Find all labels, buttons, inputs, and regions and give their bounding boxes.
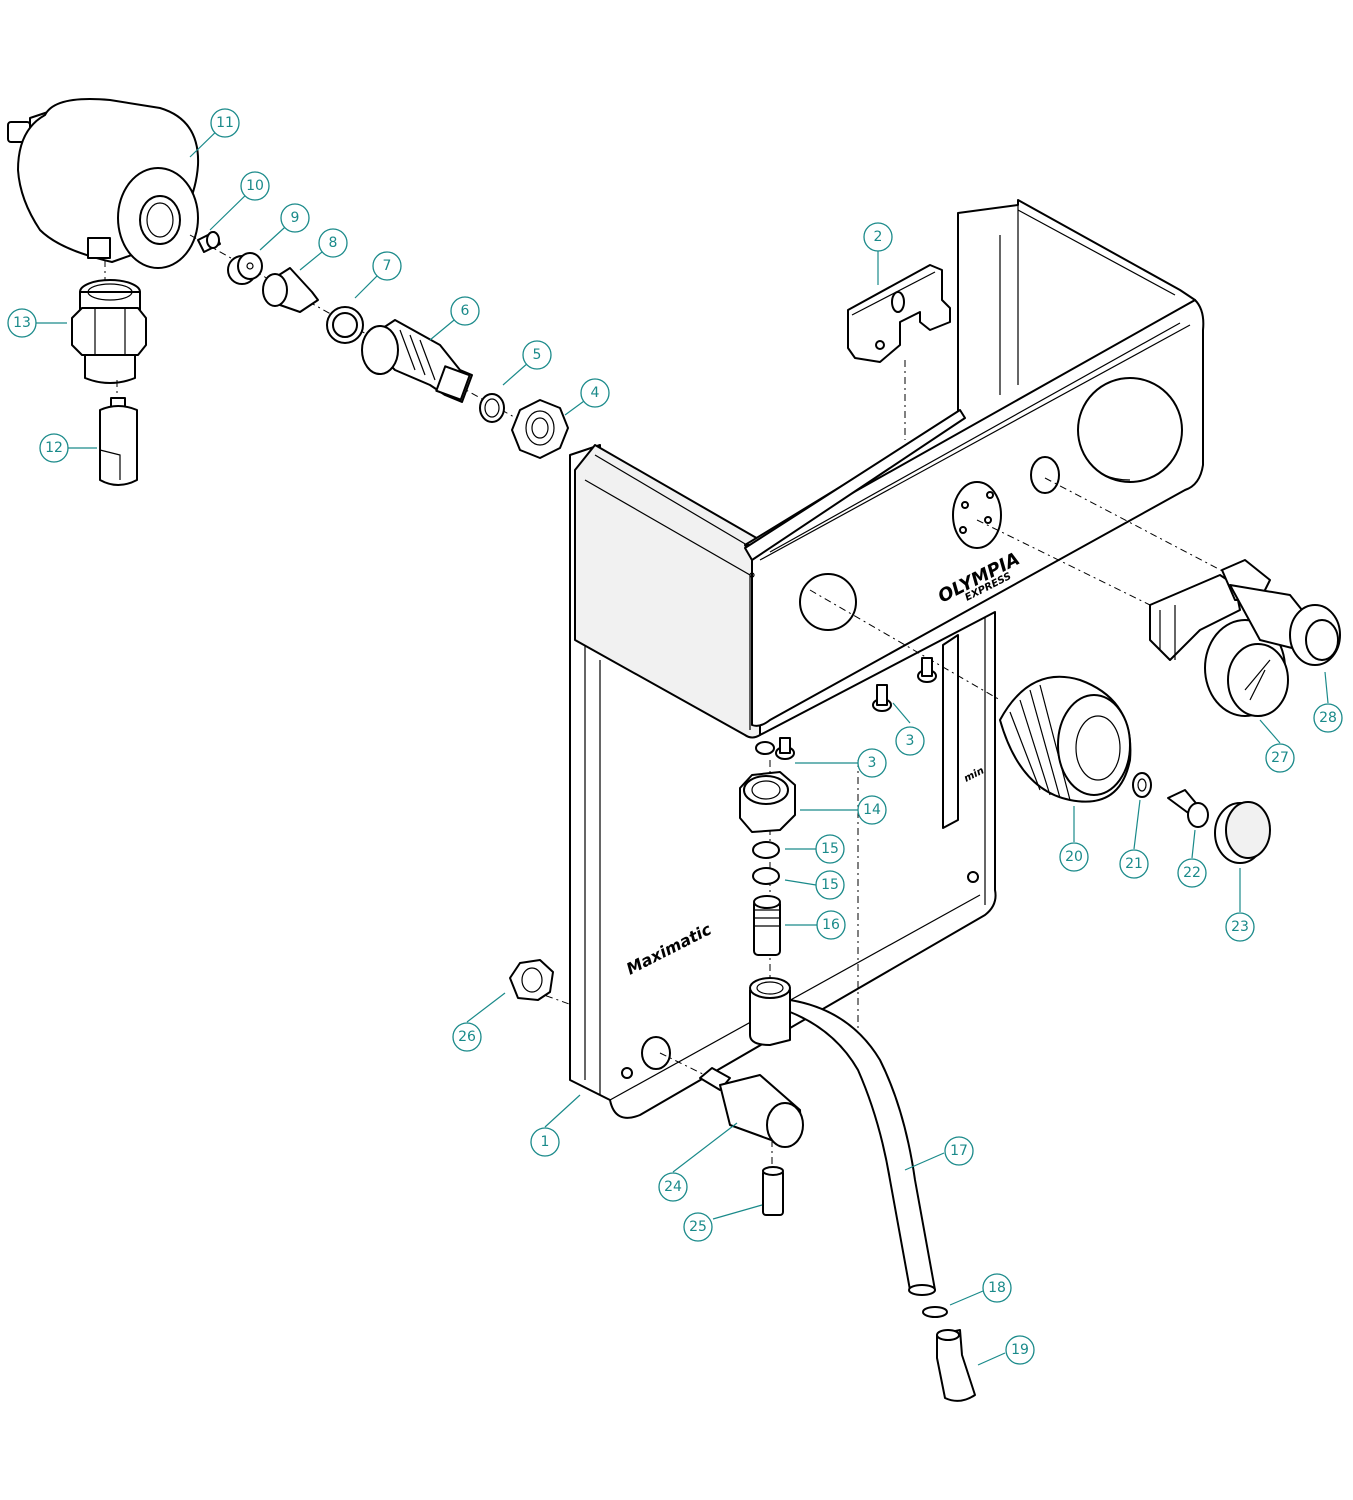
svg-text:12: 12 <box>45 440 63 456</box>
callouts: 11 10 9 8 7 6 5 4 2 13 12 3 3 14 15 15 1… <box>7 108 1343 1366</box>
svg-text:15: 15 <box>821 877 839 893</box>
svg-text:11: 11 <box>216 115 234 131</box>
pin-25 <box>762 1166 784 1216</box>
callout-1: 1 <box>530 1127 560 1157</box>
callout-26: 26 <box>452 1022 482 1052</box>
svg-text:21: 21 <box>1125 856 1143 872</box>
svg-text:27: 27 <box>1271 750 1289 766</box>
svg-text:3: 3 <box>906 733 915 749</box>
tip-19 <box>936 1329 976 1402</box>
nut-26 <box>509 959 554 1001</box>
svg-text:6: 6 <box>461 303 470 319</box>
nut-14 <box>739 771 796 833</box>
svg-text:18: 18 <box>988 1280 1006 1296</box>
callout-22: 22 <box>1177 858 1207 888</box>
valve-body-6 <box>361 319 473 403</box>
callout-15-lower: 15 <box>815 870 845 900</box>
pin-10 <box>197 231 221 253</box>
callout-19: 19 <box>1005 1335 1035 1365</box>
svg-text:15: 15 <box>821 841 839 857</box>
callout-23: 23 <box>1225 912 1255 942</box>
callout-12: 12 <box>39 433 69 463</box>
svg-text:1: 1 <box>541 1134 550 1150</box>
callout-3-lower: 3 <box>857 748 887 778</box>
nut-4 <box>511 399 569 459</box>
callout-8: 8 <box>318 228 348 258</box>
callout-7: 7 <box>372 251 402 281</box>
callout-25: 25 <box>683 1212 713 1242</box>
callout-3-right: 3 <box>895 726 925 756</box>
callout-2: 2 <box>863 222 893 252</box>
callout-6: 6 <box>450 296 480 326</box>
callout-18: 18 <box>982 1273 1012 1303</box>
pin-12 <box>99 397 138 486</box>
svg-text:13: 13 <box>13 315 31 331</box>
lamp-28 <box>1221 559 1341 666</box>
plunger-8 <box>262 267 319 313</box>
svg-text:8: 8 <box>329 235 338 251</box>
svg-text:3: 3 <box>868 755 877 771</box>
callout-11: 11 <box>210 108 240 138</box>
screws-3 <box>755 657 937 760</box>
svg-text:2: 2 <box>874 229 883 245</box>
fitting-13 <box>71 279 147 384</box>
washer-9 <box>227 252 263 285</box>
callout-24: 24 <box>658 1172 688 1202</box>
callout-5: 5 <box>522 340 552 370</box>
oring-18 <box>922 1306 948 1318</box>
steam-pipe-17 <box>749 977 936 1296</box>
callout-17: 17 <box>944 1136 974 1166</box>
callout-16: 16 <box>816 910 846 940</box>
callout-20: 20 <box>1059 842 1089 872</box>
switch-27 <box>1149 574 1289 717</box>
svg-text:14: 14 <box>863 802 881 818</box>
svg-text:20: 20 <box>1065 849 1083 865</box>
knob-20 <box>999 675 1132 803</box>
svg-text:16: 16 <box>822 917 840 933</box>
solenoid-coil <box>7 98 200 269</box>
washer-21 <box>1132 772 1152 798</box>
callout-4: 4 <box>580 378 610 408</box>
svg-text:24: 24 <box>664 1179 682 1195</box>
svg-text:10: 10 <box>246 178 264 194</box>
mounting-bracket <box>847 264 951 440</box>
callout-15-upper: 15 <box>815 834 845 864</box>
callout-27: 27 <box>1265 743 1295 773</box>
svg-text:17: 17 <box>950 1143 968 1159</box>
svg-text:25: 25 <box>689 1219 707 1235</box>
callout-13: 13 <box>7 308 37 338</box>
svg-text:23: 23 <box>1231 919 1249 935</box>
orings-15 <box>752 841 780 885</box>
cylinder-24 <box>699 1067 804 1148</box>
callout-9: 9 <box>280 203 310 233</box>
svg-text:26: 26 <box>458 1029 476 1045</box>
oring-5 <box>479 393 505 423</box>
oring-7 <box>326 306 364 344</box>
callout-10: 10 <box>240 171 270 201</box>
callout-21: 21 <box>1119 849 1149 879</box>
svg-text:19: 19 <box>1011 1342 1029 1358</box>
svg-text:22: 22 <box>1183 865 1201 881</box>
callout-14: 14 <box>857 795 887 825</box>
callout-28: 28 <box>1313 703 1343 733</box>
cap-23 <box>1214 801 1271 864</box>
svg-text:9: 9 <box>291 210 300 226</box>
insert-16 <box>753 895 781 956</box>
svg-text:7: 7 <box>383 258 392 274</box>
svg-text:4: 4 <box>591 385 600 401</box>
svg-text:28: 28 <box>1319 710 1337 726</box>
svg-text:5: 5 <box>533 347 542 363</box>
screw-22 <box>1167 789 1209 828</box>
